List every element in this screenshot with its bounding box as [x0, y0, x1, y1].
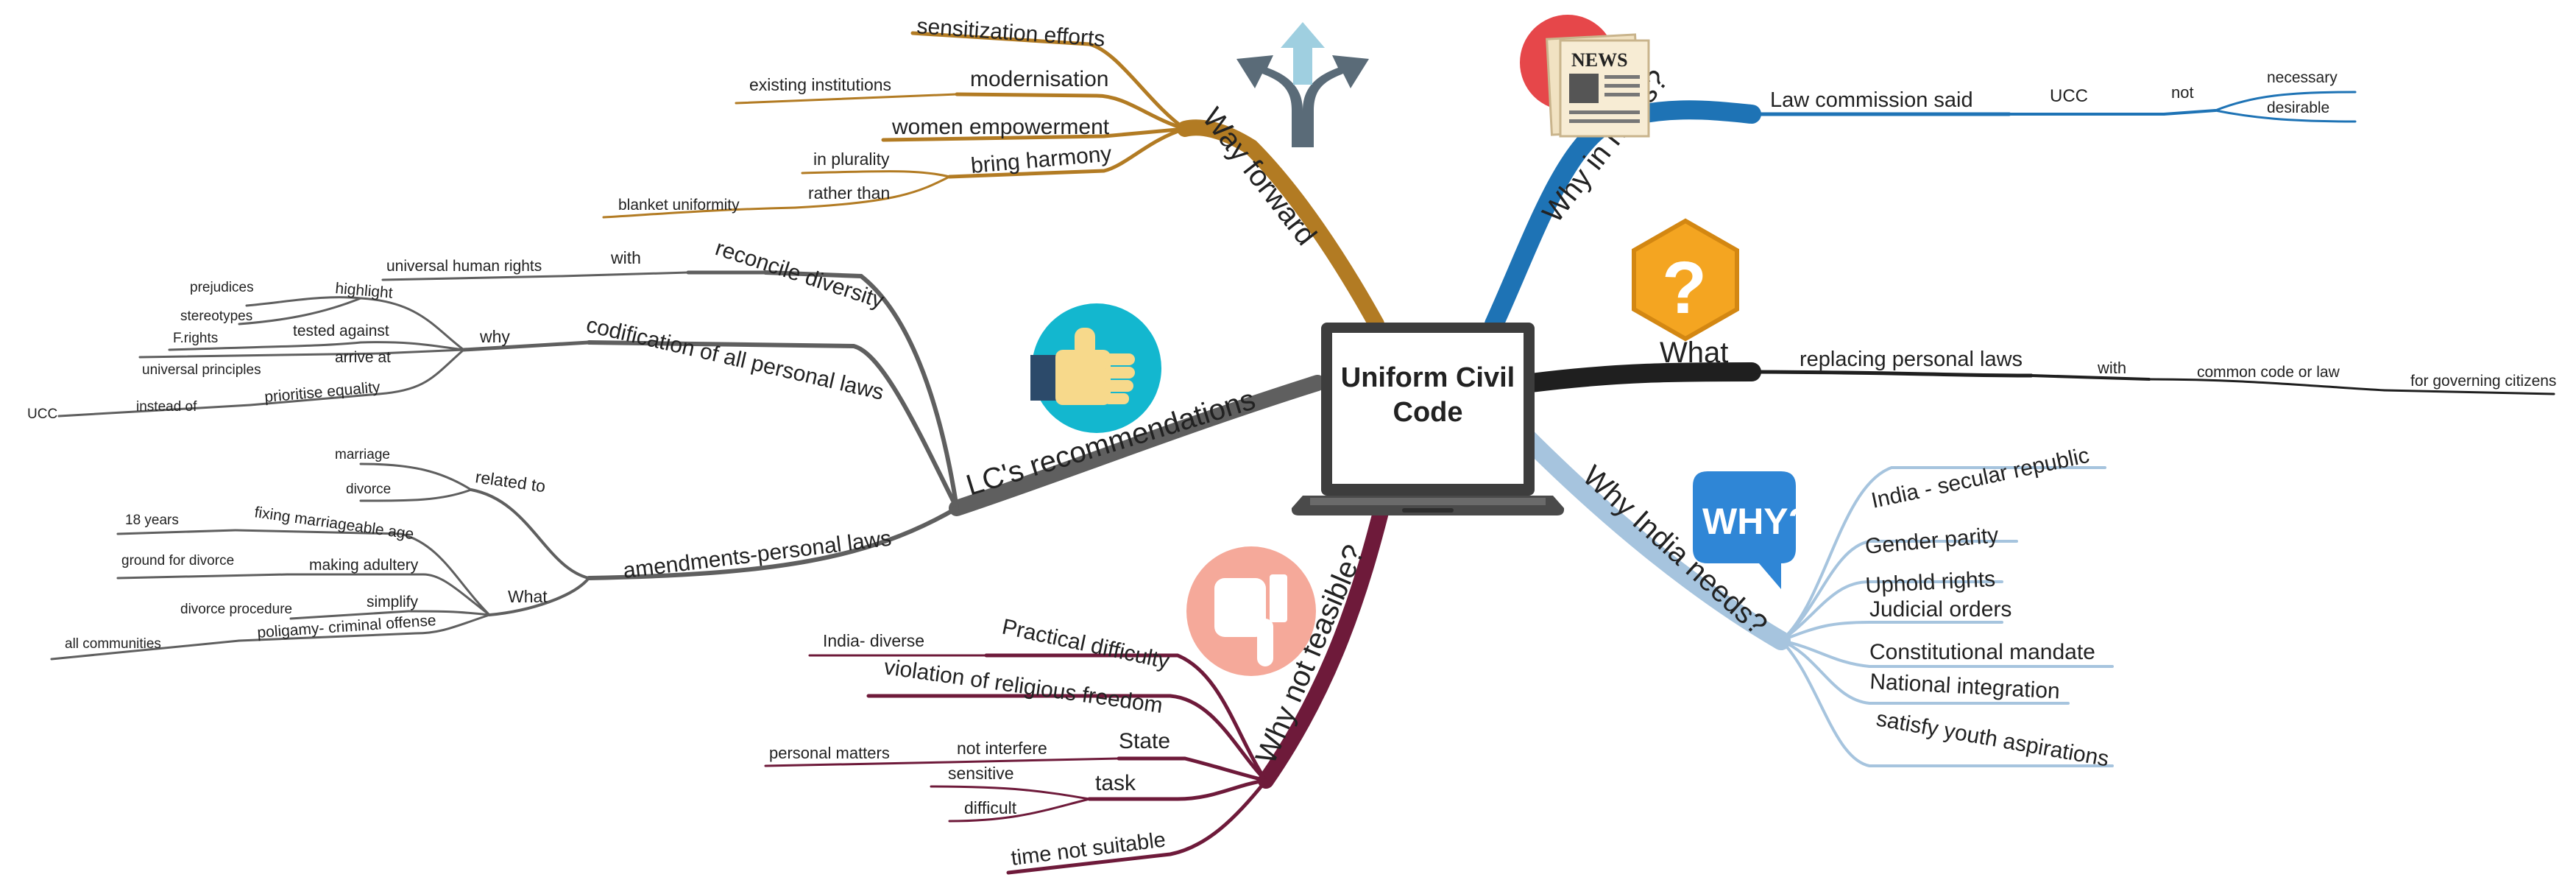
node-universal-principles: universal principles	[142, 362, 261, 378]
node-national-integration: National integration	[1869, 669, 2061, 703]
branch-way-forward	[602, 31, 1384, 332]
node-gender-parity: Gender parity	[1864, 523, 2000, 559]
node-for-governing-citizens: for governing citizens	[2410, 373, 2556, 390]
node-prejudices: prejudices	[190, 280, 254, 295]
directions-arrows-icon	[1236, 22, 1369, 147]
node-amendments: amendments-personal laws	[622, 526, 893, 582]
node-sensitization-efforts: sensitization efforts	[916, 14, 1106, 52]
node-secular-republic: India - secular republic	[1869, 443, 2092, 513]
node-why: why	[479, 327, 510, 346]
node-desirable: desirable	[2267, 99, 2329, 116]
node-ucc-lc: UCC	[27, 406, 57, 422]
node-not-interfere: not interfere	[957, 739, 1047, 758]
branch-why-india-needs	[1514, 425, 2114, 767]
node-prioritise-equality: prioritise equality	[263, 379, 381, 406]
branch-what-label: What	[1660, 337, 1728, 369]
why-speech-bubble-icon: WHY?	[1693, 471, 1811, 589]
question-icon: ?	[1632, 218, 1739, 342]
branch-what	[1521, 362, 2555, 395]
node-making-adultery: making adultery	[309, 557, 419, 574]
node-arrive-at: arrive at	[335, 349, 391, 366]
node-f-rights: F.rights	[173, 331, 218, 346]
node-all-communities: all communities	[65, 636, 161, 652]
branch-why-not-feasible	[764, 493, 1392, 875]
node-codification: codification of all personal laws	[584, 313, 885, 405]
node-rather-than: rather than	[808, 183, 890, 203]
node-replacing-personal-laws: replacing personal laws	[1800, 348, 2023, 371]
node-judicial-orders: Judicial orders	[1869, 597, 2011, 622]
newspaper-icon: NEWS	[1520, 15, 1650, 138]
node-women-empowerment: women empowerment	[891, 115, 1110, 139]
node-stereotypes: stereotypes	[180, 309, 252, 324]
node-modernisation: modernisation	[970, 67, 1108, 91]
node-blanket-uniformity: blanket uniformity	[618, 197, 740, 214]
node-difficult: difficult	[964, 798, 1017, 817]
node-violation-religious-freedom: violation of religious freedom	[882, 655, 1164, 718]
central-title-line1: Uniform Civil	[1341, 362, 1515, 393]
node-divorce: divorce	[346, 482, 391, 497]
node-universal-human-rights: universal human rights	[386, 258, 542, 275]
node-in-plurality: in plurality	[813, 149, 890, 169]
node-not: not	[2171, 83, 2194, 102]
central-laptop-node: Uniform Civil Code	[1291, 323, 1565, 515]
node-with: with	[2097, 359, 2126, 377]
node-india-diverse: India- diverse	[823, 631, 924, 650]
thumbs-down-icon	[1186, 546, 1316, 676]
node-common-code-or-law: common code or law	[2197, 364, 2340, 381]
question-icon-label: ?	[1662, 247, 1707, 329]
news-icon-label: NEWS	[1571, 49, 1628, 71]
node-simplify: simplify	[367, 594, 419, 610]
node-task: task	[1095, 771, 1136, 795]
node-instead-of: instead of	[136, 399, 197, 415]
node-related-to: related to	[474, 467, 547, 496]
node-ground-for-divorce: ground for divorce	[121, 553, 234, 569]
node-marriageable-age: fixing marriageable age	[253, 504, 414, 543]
node-divorce-procedure: divorce procedure	[180, 602, 292, 617]
node-highlight: highlight	[335, 280, 394, 302]
node-law-commission-said: Law commission said	[1770, 88, 1973, 112]
node-what-lc: What	[508, 587, 548, 606]
node-ucc: UCC	[2050, 86, 2088, 106]
node-personal-matters: personal matters	[769, 744, 890, 762]
why-icon-label: WHY?	[1702, 501, 1811, 542]
node-practical-difficulty: Practical difficulty	[1000, 615, 1172, 674]
central-title-line2: Code	[1393, 397, 1463, 428]
node-sensitive: sensitive	[948, 764, 1013, 783]
node-18-years: 18 years	[125, 513, 179, 528]
node-uphold-rights: Uphold rights	[1865, 567, 1996, 598]
node-tested-against: tested against	[293, 323, 389, 339]
node-constitutional-mandate: Constitutional mandate	[1869, 640, 2095, 664]
branch-lc-recommendations	[50, 270, 1326, 661]
node-marriage: marriage	[335, 447, 390, 462]
node-necessary: necessary	[2267, 69, 2338, 86]
node-youth-aspirations: satisfy youth aspirations	[1875, 706, 2111, 771]
node-with-lc: with	[610, 248, 641, 267]
node-existing-institutions: existing institutions	[749, 75, 891, 94]
node-state: State	[1119, 729, 1170, 753]
thumbs-up-icon	[1030, 303, 1161, 433]
